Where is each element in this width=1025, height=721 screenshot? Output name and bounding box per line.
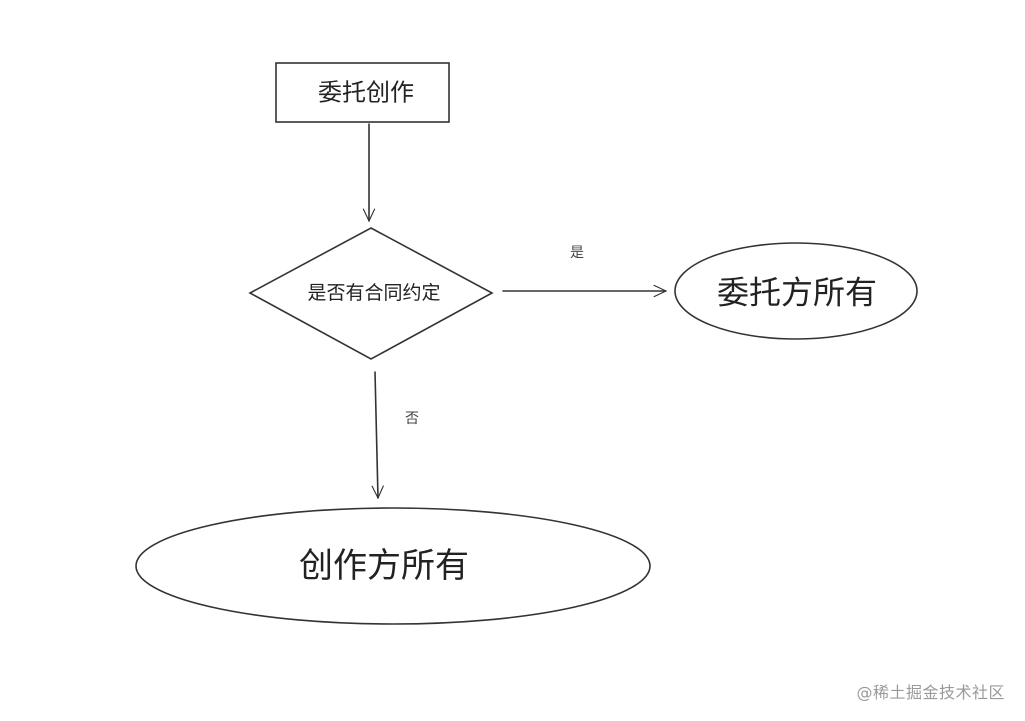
commissioner-node-label: 委托方所有 [717, 274, 877, 312]
watermark: @稀土掘金技术社区 [856, 683, 1005, 702]
start-node-box [275, 62, 450, 123]
commissioner-node-ellipse [674, 242, 918, 340]
decision-node-diamond [248, 227, 494, 360]
start-node-label: 委托创作 [318, 79, 414, 107]
commissioner-node: 委托方所有 [674, 242, 918, 340]
decision-node: 是否有合同约定 [248, 227, 494, 360]
creator-node: 创作方所有 [135, 507, 651, 625]
edge-yes-label: 是 [570, 245, 584, 261]
edge-decision-to-creator [371, 371, 384, 499]
decision-node-label: 是否有合同约定 [307, 282, 440, 304]
creator-node-label: 创作方所有 [299, 546, 469, 586]
creator-node-ellipse [135, 507, 651, 625]
edge-no-label: 否 [405, 411, 419, 427]
start-node: 委托创作 [275, 62, 450, 123]
